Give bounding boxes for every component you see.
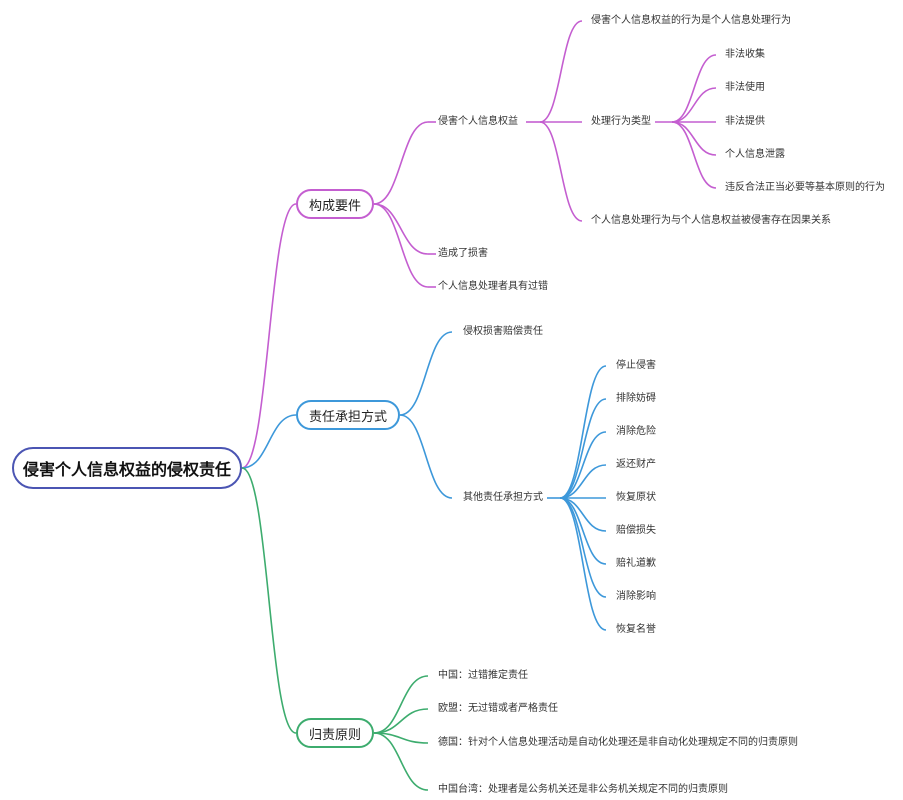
edge (373, 121, 429, 205)
node-method-item[interactable]: 恢复名誉 (616, 624, 656, 635)
node-type-item[interactable]: 非法收集 (725, 49, 765, 60)
node-method-item[interactable]: 赔偿损失 (616, 525, 656, 536)
edge (373, 675, 429, 734)
node-method-item[interactable]: 返还财产 (616, 459, 656, 470)
node-infringe[interactable]: 侵害个人信息权益 (438, 116, 518, 127)
branch-liability[interactable]: 责任承担方式 (296, 400, 400, 430)
edge (539, 20, 583, 123)
branch-constitution[interactable]: 构成要件 (296, 189, 374, 219)
edge (671, 54, 717, 123)
edge (539, 121, 583, 222)
node-principle-item[interactable]: 中国台湾：处理者是公务机关还是非公务机关规定不同的归责原则 (438, 784, 728, 795)
node-type-item[interactable]: 非法使用 (725, 82, 765, 93)
node-principle-item[interactable]: 中国：过错推定责任 (438, 670, 528, 681)
node-method-item[interactable]: 消除危险 (616, 426, 656, 437)
node-type-item[interactable]: 个人信息泄露 (725, 149, 785, 160)
edge (559, 497, 607, 598)
node-type-item[interactable]: 非法提供 (725, 116, 765, 127)
node-fault[interactable]: 个人信息处理者具有过错 (438, 281, 548, 292)
edge (559, 464, 607, 499)
edge (559, 431, 607, 499)
edge (373, 203, 429, 288)
edge (671, 121, 717, 189)
node-method-item[interactable]: 排除妨碍 (616, 393, 656, 404)
node-method-item[interactable]: 消除影响 (616, 591, 656, 602)
edge (559, 398, 607, 499)
edge-root-constitution (241, 203, 297, 469)
edge-root-liability (241, 414, 297, 469)
edge (373, 708, 429, 734)
node-damage[interactable]: 造成了损害 (438, 248, 488, 259)
node-principle-item[interactable]: 德国：针对个人信息处理活动是自动化处理还是非自动化处理规定不同的归责原则 (438, 737, 798, 748)
edge (559, 497, 607, 565)
node-method-item[interactable]: 赔礼道歉 (616, 558, 656, 569)
node-type-item[interactable]: 违反合法正当必要等基本原则的行为 (725, 182, 885, 193)
node-act[interactable]: 侵害个人信息权益的行为是个人信息处理行为 (591, 15, 791, 26)
edge (399, 331, 453, 416)
branch-principle[interactable]: 归责原则 (296, 718, 374, 748)
node-principle-item[interactable]: 欧盟：无过错或者严格责任 (438, 703, 558, 714)
node-causal[interactable]: 个人信息处理行为与个人信息权益被侵害存在因果关系 (591, 215, 831, 226)
node-compensation[interactable]: 侵权损害赔偿责任 (463, 326, 543, 337)
node-other-methods[interactable]: 其他责任承担方式 (463, 492, 543, 503)
node-types[interactable]: 处理行为类型 (591, 116, 651, 127)
node-method-item[interactable]: 恢复原状 (616, 492, 656, 503)
edge (671, 87, 717, 123)
edge (399, 414, 453, 499)
edge (671, 121, 717, 156)
edge-root-principle (241, 467, 297, 734)
root-topic[interactable]: 侵害个人信息权益的侵权责任 (12, 447, 242, 489)
edge (373, 732, 429, 791)
edge (559, 497, 607, 631)
node-method-item[interactable]: 停止侵害 (616, 360, 656, 371)
edge (559, 365, 607, 499)
